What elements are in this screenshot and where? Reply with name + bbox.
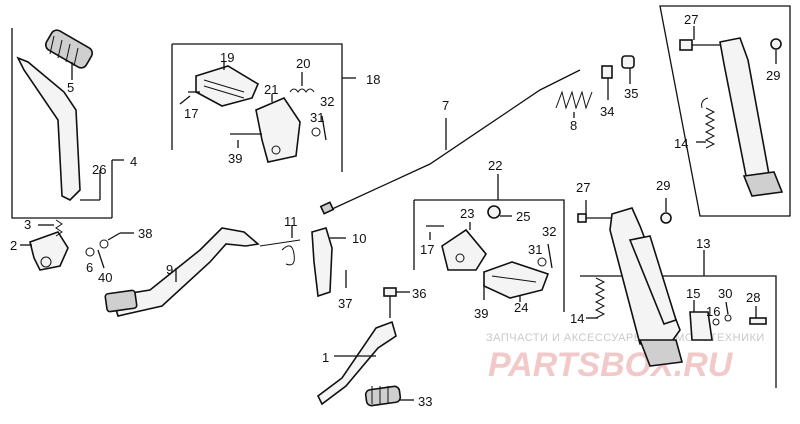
callout-1: 1 [322,350,329,365]
callout-37: 37 [338,296,352,311]
stand-bracket [689,311,713,341]
footpeg-bracket-left [441,228,487,271]
callout-19: 19 [220,50,234,65]
callout-27-stand: 27 [576,180,590,195]
kick-starter-rubber [44,29,94,69]
callout-39-right: 39 [228,151,242,166]
callout-32-right: 32 [320,94,334,109]
callout-11: 11 [284,214,298,229]
callout-26: 26 [92,162,106,177]
callout-35: 35 [624,86,638,101]
callout-40: 40 [98,270,112,285]
group-bracket-18 [172,43,343,172]
callout-4: 4 [130,154,137,169]
callout-9: 9 [166,262,173,277]
cable-spring [555,90,593,110]
callout-15: 15 [686,286,700,301]
kick-starter-arm [16,56,81,201]
brake-pedal [104,226,347,317]
callout-30: 30 [718,286,732,301]
callout-28: 28 [746,290,760,305]
callout-16: 16 [706,304,720,319]
callout-14-inset: 14 [674,136,688,151]
cable-nut [621,55,635,69]
kick-boss [29,231,69,271]
group-bracket-4 [11,28,112,219]
inset-frame [659,5,791,217]
cable-pin [601,65,613,79]
callout-31-right: 31 [310,110,324,125]
kick-starter-group [11,28,134,271]
callout-32-left: 32 [542,224,556,239]
footpeg-left [483,261,550,299]
side-stand-leg [316,320,397,406]
callout-31-left: 31 [528,242,542,257]
callout-25: 25 [516,209,530,224]
callout-3: 3 [24,217,31,232]
inset-box [659,5,791,217]
callout-34: 34 [600,104,614,119]
callout-2: 2 [10,238,17,253]
callout-39-left: 39 [474,306,488,321]
footpeg-group-left [413,174,565,312]
watermark-text: ЗАПЧАСТИ И АКСЕССУАРЫ ДЛЯ МОТОТЕХНИКИ [486,332,765,344]
side-stand [316,287,414,407]
callout-22: 22 [488,158,502,173]
callout-5: 5 [67,80,74,95]
main-stand-group [577,198,777,388]
callout-14-stand: 14 [570,311,584,326]
callout-20: 20 [296,56,310,71]
callout-17-left: 17 [420,242,434,257]
group-bracket-22 [414,199,565,312]
brake-pedal-arm [110,227,260,317]
callout-7: 7 [442,98,449,113]
callout-29-stand: 29 [656,178,670,193]
callout-38: 38 [138,226,152,241]
footpeg-group-right [171,43,356,172]
callout-8: 8 [570,118,577,133]
callout-17-right: 17 [184,106,198,121]
callout-10: 10 [352,231,366,246]
watermark-logo: PARTSBOX.RU [488,346,734,384]
callout-6: 6 [86,260,93,275]
callout-36: 36 [412,286,426,301]
callout-29-inset: 29 [766,68,780,83]
callout-21: 21 [264,82,278,97]
callout-13: 13 [696,236,710,251]
inset-stand-leg [719,37,771,194]
callout-23: 23 [460,206,474,221]
callout-24: 24 [514,300,528,315]
footpeg-bracket [255,97,301,163]
brake-cable [319,55,635,215]
callout-33: 33 [418,394,432,409]
callout-18: 18 [366,72,380,87]
brake-arm [311,227,333,298]
callout-27-inset: 27 [684,12,698,27]
